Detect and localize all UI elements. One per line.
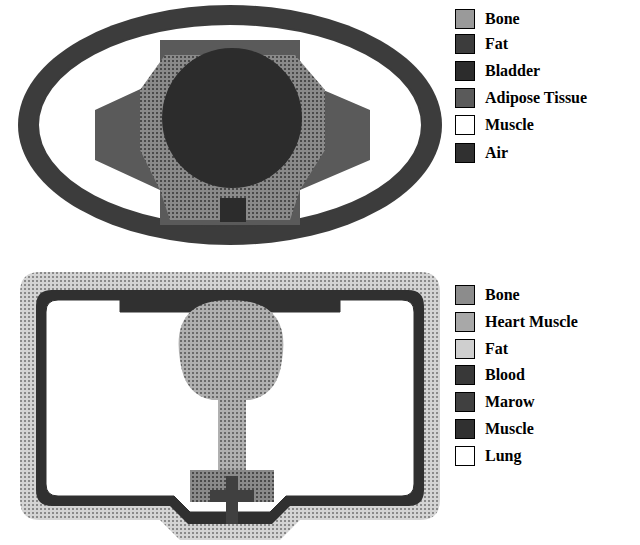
legend-swatch	[455, 446, 475, 466]
legend-swatch	[455, 88, 475, 108]
legend-label: Muscle	[485, 419, 534, 439]
legend-label: Bone	[485, 9, 520, 29]
legend-swatch	[455, 419, 475, 439]
legend-label: Blood	[485, 365, 525, 385]
legend-label: Muscle	[485, 115, 534, 135]
legend-label: Air	[485, 143, 508, 163]
thorax-phantom	[20, 272, 440, 540]
pelvis-phantom	[18, 5, 442, 245]
legend-swatch	[455, 365, 475, 385]
legend-label: Marow	[485, 392, 534, 412]
legend-label: Fat	[485, 339, 508, 359]
legend-swatch	[455, 285, 475, 305]
legend-label: Fat	[485, 34, 508, 54]
legend-label: Lung	[485, 446, 521, 466]
legend-label: Bone	[485, 285, 520, 305]
legend-label: Heart Muscle	[485, 312, 578, 332]
legend-swatch	[455, 312, 475, 332]
legend-swatch	[455, 34, 475, 54]
legend-swatch	[455, 115, 475, 135]
legend-swatch	[455, 339, 475, 359]
legend-label: Bladder	[485, 61, 540, 81]
legend-swatch	[455, 9, 475, 29]
legend-label: Adipose Tissue	[485, 88, 587, 108]
legend-swatch	[455, 392, 475, 412]
legend-swatch	[455, 61, 475, 81]
legend-swatch	[455, 143, 475, 163]
